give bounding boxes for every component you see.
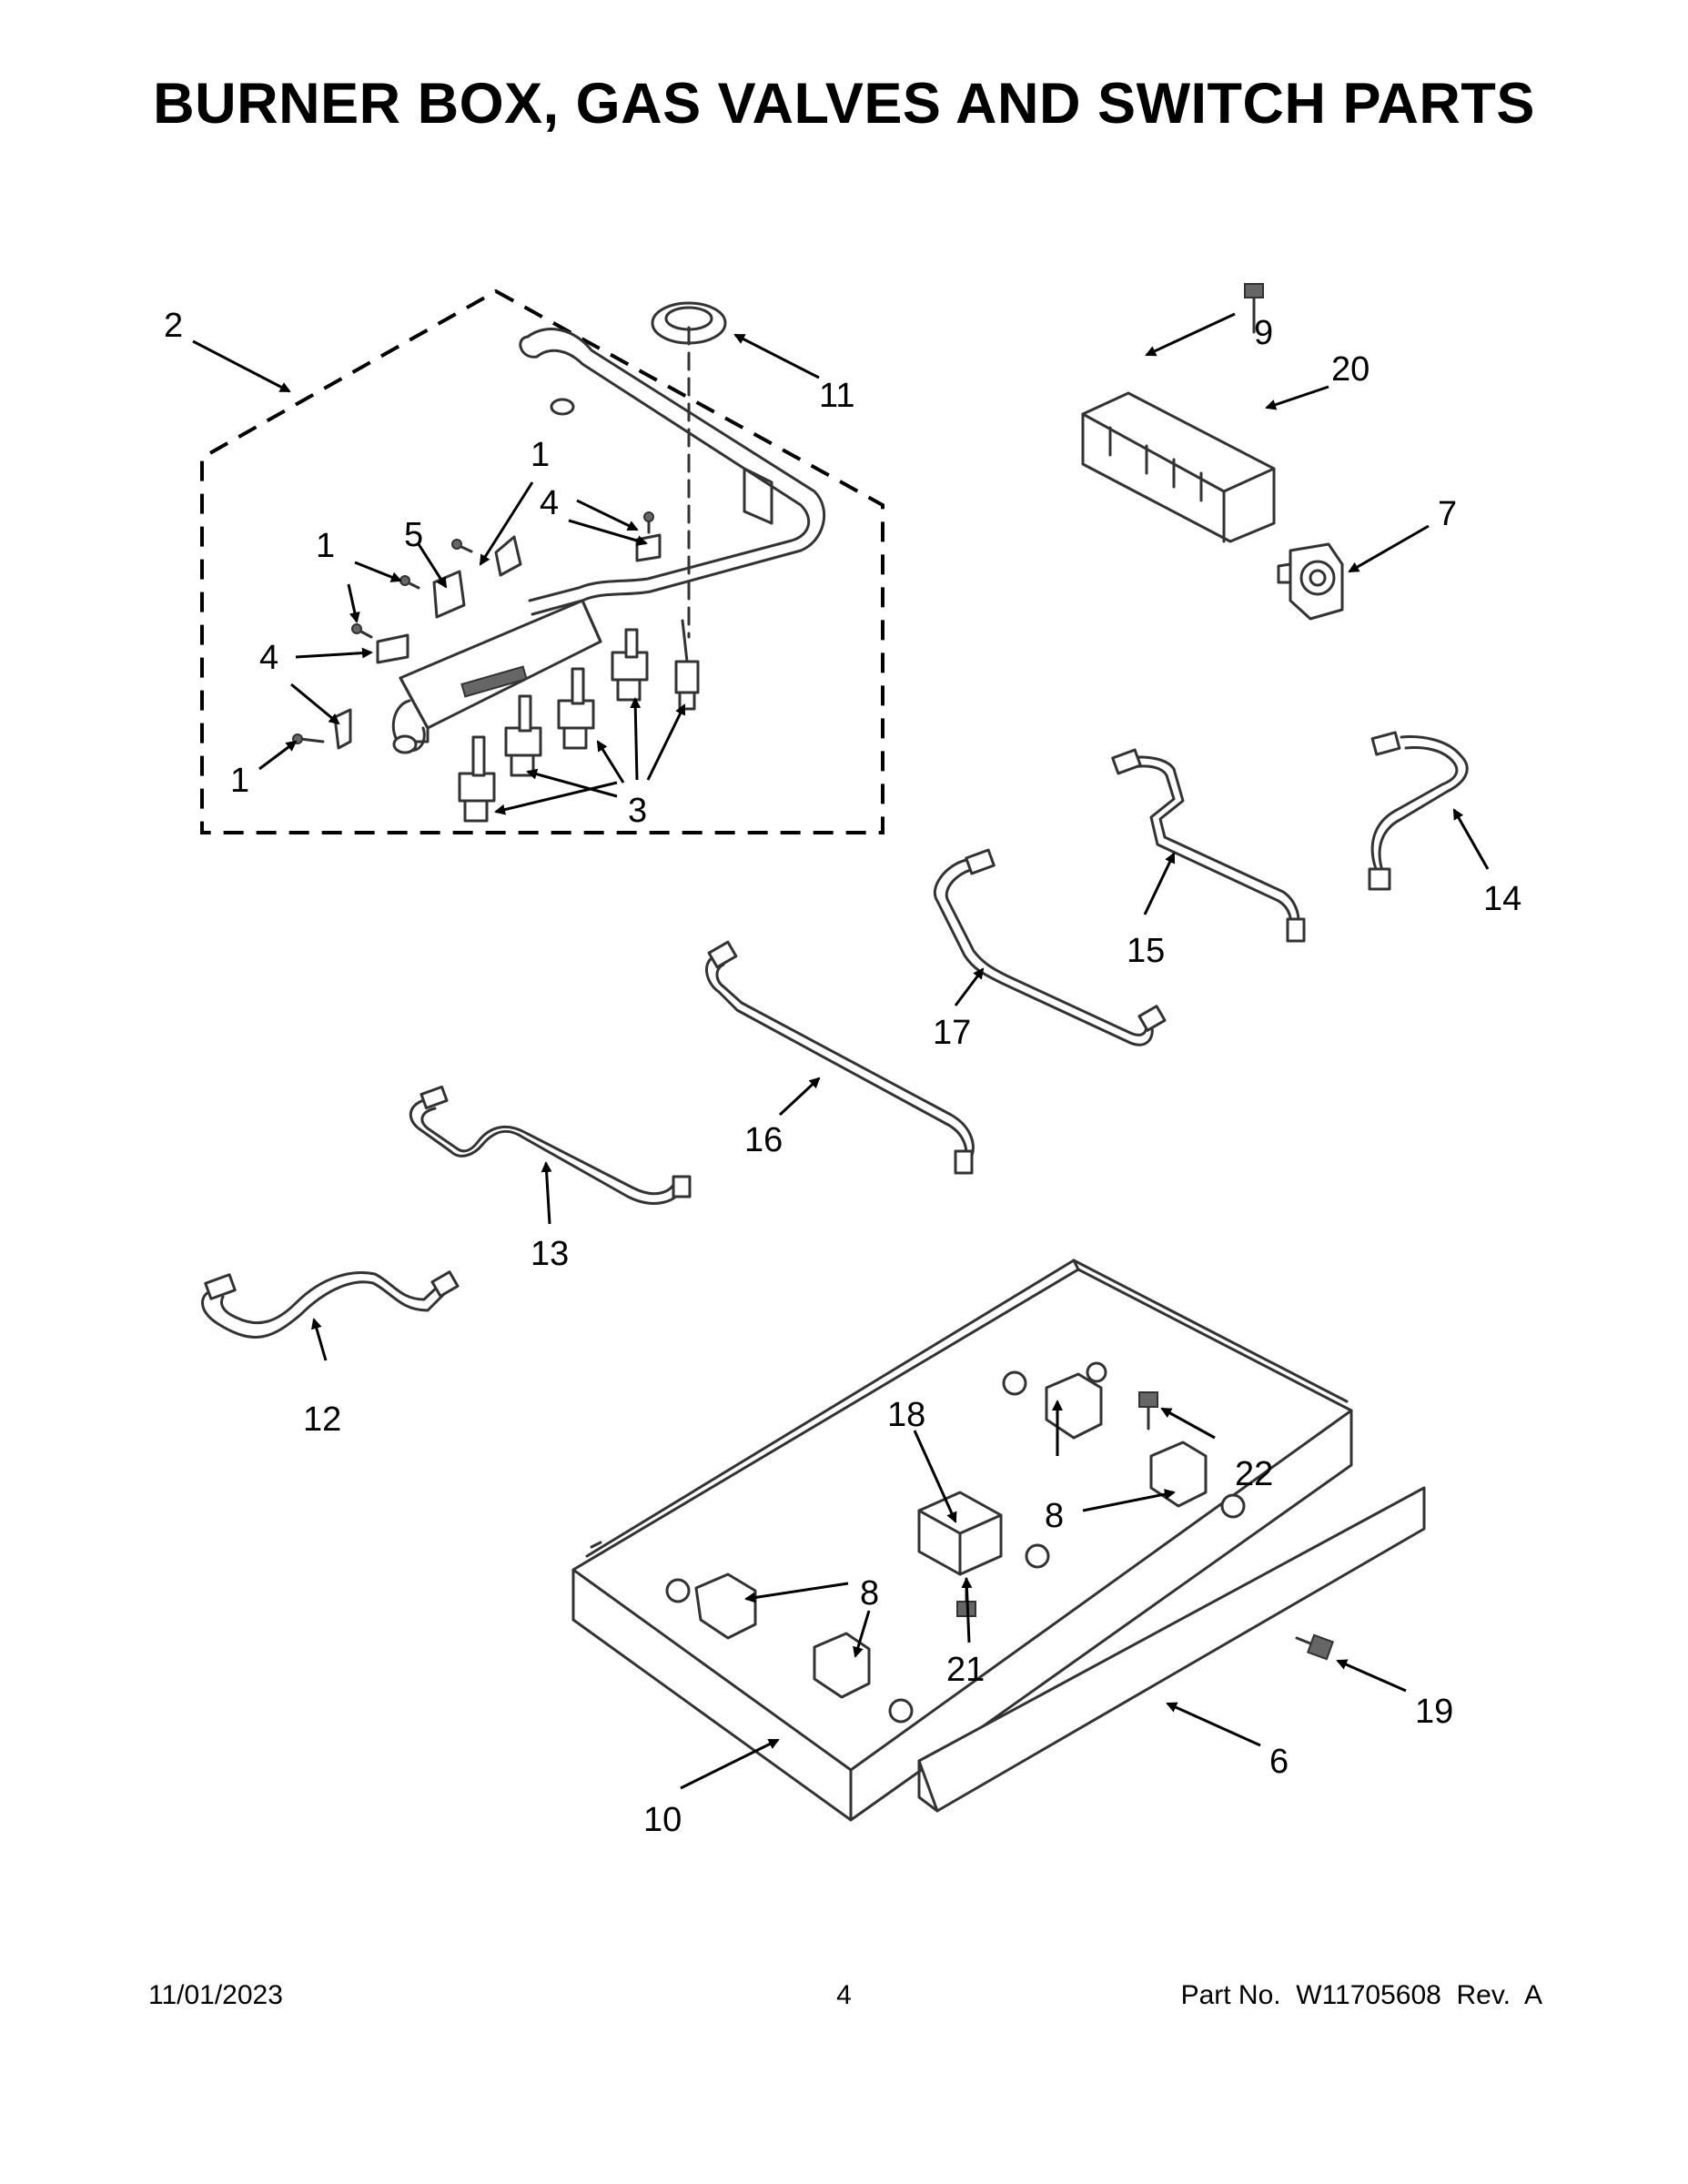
callout-9: 9 [1254, 314, 1273, 352]
callout-19: 19 [1415, 1693, 1453, 1731]
callout-labels: 1 1 1 2 3 4 4 5 6 7 8 8 9 10 11 12 13 14… [164, 307, 1521, 1839]
regulator-valve [1277, 542, 1344, 621]
callout-16: 16 [744, 1121, 783, 1159]
callout-1: 1 [531, 436, 550, 474]
callout-1: 1 [230, 762, 249, 800]
manifold-pipe [391, 328, 826, 754]
callout-17: 17 [933, 1014, 971, 1052]
callout-8: 8 [860, 1574, 879, 1613]
front-panel [917, 1486, 1426, 1813]
callout-7: 7 [1438, 495, 1457, 533]
callout-6: 6 [1269, 1743, 1289, 1781]
footer-part-number: Part No. W11705608 Rev. A [1180, 1980, 1542, 2010]
gas-valves [458, 619, 700, 823]
footer-page-number: 4 [836, 1980, 852, 2010]
callout-18: 18 [887, 1396, 925, 1434]
burner-box-base [571, 1259, 1353, 1822]
switch-block [1081, 283, 1276, 543]
callout-3: 3 [628, 792, 647, 830]
footer-date: 11/01/2023 [148, 1980, 283, 2010]
callout-8: 8 [1045, 1497, 1064, 1535]
callout-22: 22 [1235, 1455, 1273, 1493]
callout-4: 4 [540, 484, 559, 522]
callout-11: 11 [819, 377, 854, 415]
callout-20: 20 [1331, 350, 1370, 389]
callout-12: 12 [303, 1400, 341, 1439]
knob-cap [651, 301, 727, 639]
page-title: BURNER BOX, GAS VALVES AND SWITCH PARTS [153, 72, 1535, 136]
callout-15: 15 [1127, 932, 1165, 970]
callout-14: 14 [1483, 880, 1521, 918]
callout-2: 2 [164, 307, 183, 345]
callout-13: 13 [531, 1235, 569, 1273]
callout-1: 1 [316, 527, 335, 565]
callout-21: 21 [946, 1651, 985, 1689]
gas-tubes [201, 731, 1469, 1339]
screws-and-clips [292, 511, 662, 750]
callout-5: 5 [404, 516, 423, 554]
callout-10: 10 [643, 1801, 682, 1839]
leader-arrows [192, 312, 1490, 1790]
callout-4: 4 [259, 639, 278, 677]
burner-box-group-outline [200, 288, 884, 834]
